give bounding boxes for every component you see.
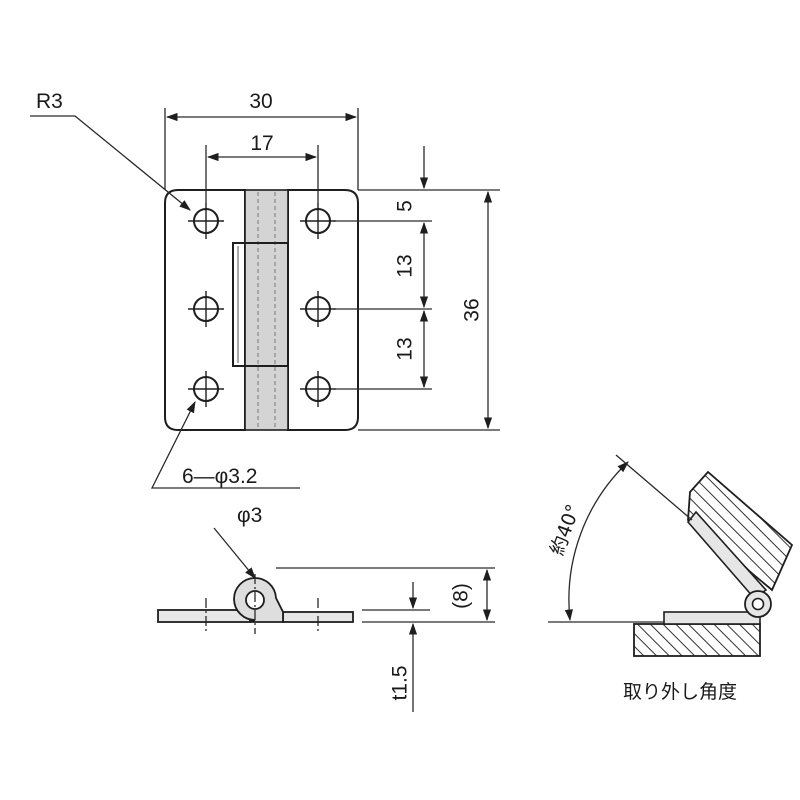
- extension-lines: [164, 108, 500, 431]
- side-view: φ3 (8) t1.5: [157, 504, 495, 712]
- mounting-holes: [188, 203, 336, 407]
- base-block: [633, 623, 761, 657]
- removal-view: 約40° 取り外し角度: [546, 454, 794, 703]
- center-knuckle: [232, 242, 289, 367]
- base-leaf: [663, 611, 761, 625]
- hole-pitch-2-label: 13: [394, 337, 417, 360]
- side-left-leaf: [157, 609, 251, 623]
- width-label: 30: [249, 90, 272, 113]
- removal-caption: 取り外し角度: [623, 681, 737, 703]
- angle-label: 約40°: [546, 501, 585, 558]
- closed-height-label: (8): [450, 583, 473, 609]
- radius-label: R3: [36, 90, 63, 113]
- lid-block: [687, 470, 794, 592]
- hole-pitch-1-label: 13: [394, 254, 417, 277]
- dimension-lines: [30, 112, 493, 489]
- front-view: R3 30 17 5 13 13 36 6—φ3.2: [30, 90, 500, 489]
- left-leaf: [164, 189, 246, 431]
- height-label: 36: [461, 298, 484, 321]
- angle-arc: [564, 461, 629, 622]
- knuckle-strip: [244, 189, 289, 431]
- thickness-label: t1.5: [389, 665, 412, 700]
- lid-leaf: [686, 510, 768, 600]
- right-leaf: [287, 189, 359, 431]
- removal-pin: [751, 597, 765, 611]
- edge-to-hole-label: 5: [394, 200, 417, 212]
- pitch-label: 17: [250, 132, 273, 155]
- hole-spec-label: 6—φ3.2: [182, 465, 258, 488]
- pin-dia-label: φ3: [237, 504, 262, 527]
